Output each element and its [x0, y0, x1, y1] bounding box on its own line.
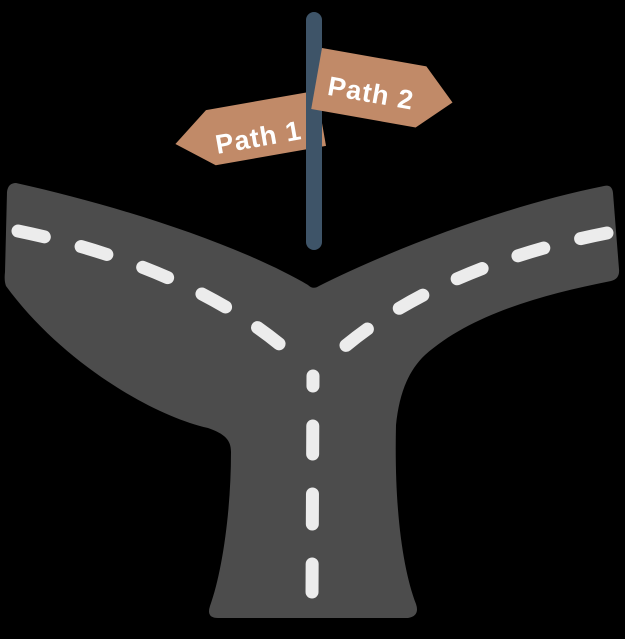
sign-path-2: Path 2	[311, 48, 453, 128]
lane-marking-stem	[305, 369, 320, 605]
lane-marking-left-branch	[11, 224, 317, 379]
lane-marking-right-branch	[310, 226, 614, 379]
signpost-pole	[306, 12, 322, 250]
road-surface	[4, 183, 620, 618]
sign-path-1-arrow-left-icon	[175, 90, 327, 166]
sign-path-2-arrow-right-icon	[311, 48, 453, 128]
sign-path-1: Path 1	[175, 90, 327, 166]
